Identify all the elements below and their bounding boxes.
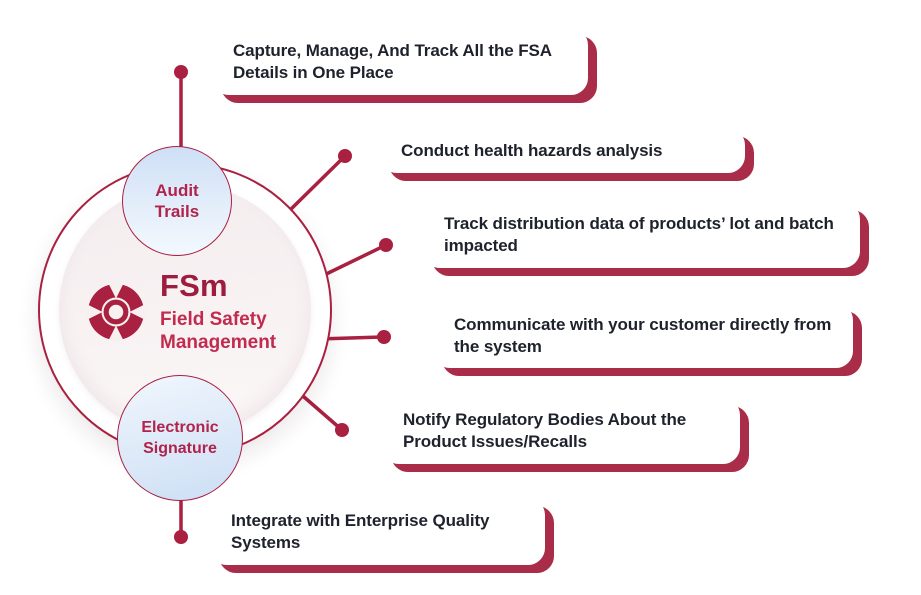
connector-line [284,154,347,216]
satellite-electronic-signature: Electronic Signature [117,375,243,501]
feature-text: Integrate with Enterprise Quality System… [231,510,490,552]
feature-text: Capture, Manage, And Track All the FSA D… [233,40,552,82]
feature-text: Communicate with your customer directly … [454,314,832,356]
hub-name-line2: Management [160,332,277,353]
feature-card-capture-track: Capture, Manage, And Track All the FSA D… [212,28,588,95]
feature-card-health-hazards: Conduct health hazards analysis [380,128,745,173]
satellite-label-line2: Trails [154,202,200,221]
feature-card-track-distribution: Track distribution data of products’ lot… [423,202,860,268]
feature-text: Notify Regulatory Bodies About the Produ… [403,410,687,451]
hub-abbreviation: FSm [160,268,228,303]
hub-name: Field Safety Management [160,308,276,354]
feature-card-communicate-customer: Communicate with your customer directly … [433,303,853,368]
feature-text: Track distribution data of products’ lot… [444,214,834,255]
connector-dot [335,423,349,437]
feature-card-notify-regulatory: Notify Regulatory Bodies About the Produ… [382,398,740,464]
lifebuoy-icon [87,283,145,341]
satellite-label-line1: Electronic [141,419,219,436]
connector-dot [379,238,393,252]
connector-line [317,243,387,280]
satellite-label-line1: Audit [155,181,199,200]
connector-dot [338,149,352,163]
connector-dot [377,330,391,344]
feature-card-integrate-quality: Integrate with Enterprise Quality System… [210,498,545,565]
satellite-label-line2: Signature [143,440,217,457]
hub-name-line1: Field Safety [160,309,267,330]
connector-dot [174,65,188,79]
satellite-audit-trails: Audit Trails [122,146,232,256]
feature-text: Conduct health hazards analysis [401,140,663,160]
connector-dot [174,530,188,544]
